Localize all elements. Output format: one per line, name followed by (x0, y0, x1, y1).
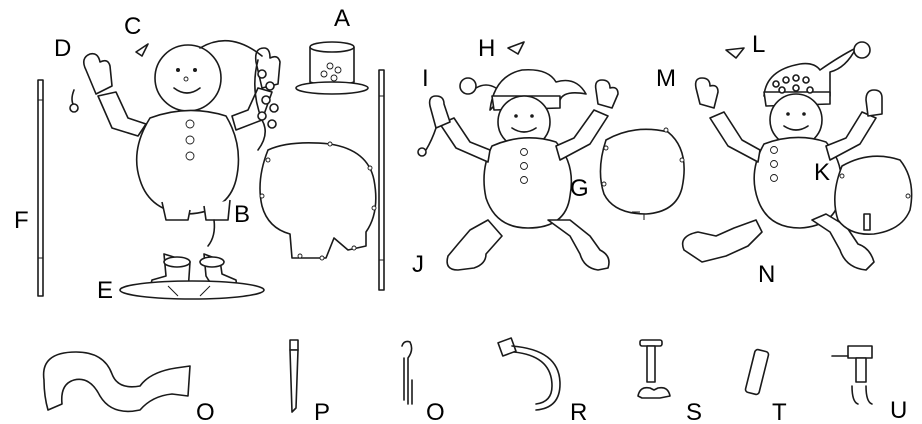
carrot-nose-l (726, 48, 744, 58)
label-f: F (14, 207, 29, 234)
label-b: B (234, 201, 250, 228)
label-j: J (412, 251, 424, 278)
label-g: G (570, 175, 589, 202)
label-k: K (814, 159, 830, 186)
label-r: R (570, 399, 587, 424)
snowman-frame-1 (70, 41, 280, 299)
top-hat (296, 42, 368, 94)
label-c: C (124, 13, 141, 40)
fuse-t (745, 349, 769, 395)
label-u: U (890, 397, 907, 424)
stake-left-f (38, 80, 43, 296)
back-panel-k (835, 156, 912, 234)
clip-o (402, 342, 412, 405)
carrot-nose-h (508, 42, 524, 54)
label-l: L (752, 31, 765, 58)
snowman-frame-3 (683, 42, 882, 270)
carrot-nose-c (136, 44, 148, 56)
wing-screw-s (638, 340, 670, 398)
zip-tie-r (498, 338, 560, 410)
label-n: N (758, 261, 775, 288)
label-p: P (314, 399, 330, 424)
label-t: T (772, 399, 787, 424)
label-h: H (478, 35, 495, 62)
back-panel-b (260, 142, 376, 260)
label-s: S (686, 399, 702, 424)
stake-right (379, 70, 384, 290)
label-o-scarf: O (196, 399, 215, 424)
ground-stake-p (290, 340, 298, 412)
label-i: I (422, 65, 429, 92)
label-e: E (97, 277, 113, 304)
back-panel-g (600, 128, 684, 220)
label-a: A (334, 5, 350, 32)
snowman-frame-2 (418, 70, 618, 270)
label-o-clip: O (426, 399, 445, 424)
plug-clip-u (832, 346, 872, 404)
label-d: D (54, 35, 71, 62)
scarf-o (44, 352, 190, 411)
label-m: M (656, 65, 676, 92)
